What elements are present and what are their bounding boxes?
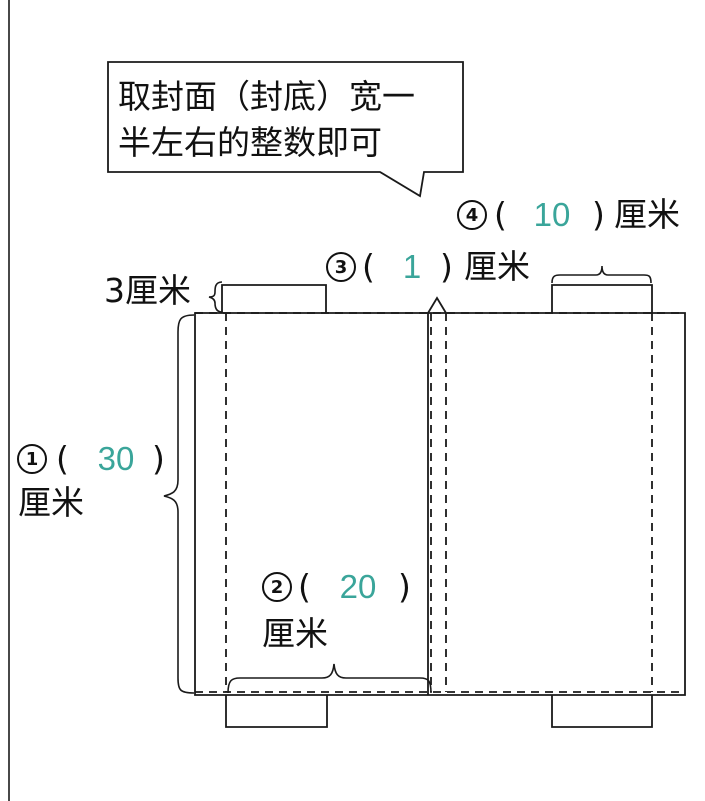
flap-height-label: 3厘米	[104, 271, 191, 310]
top-flap-right	[551, 284, 653, 313]
label-3-group: 3 ( 1 ) 厘米	[326, 247, 530, 286]
circle-4-number: 4	[466, 205, 479, 226]
bottom-flap-left	[225, 695, 328, 728]
label-1-open-paren: (	[56, 439, 69, 478]
circle-3-number: 3	[335, 257, 348, 278]
circle-2-number: 2	[271, 577, 284, 598]
answer-1: 30	[98, 440, 135, 477]
height-brace	[163, 314, 195, 694]
label-3-close-paren: )	[440, 247, 453, 286]
label-2-unit: 厘米	[262, 614, 328, 653]
label-1-unit: 厘米	[18, 483, 84, 522]
spine-cut-line	[427, 296, 447, 695]
answer-3: 1	[403, 248, 421, 285]
answer-4: 10	[534, 196, 571, 233]
callout-line-2: 半左右的整数即可	[118, 123, 382, 162]
callout-bubble	[107, 61, 464, 198]
label-2-open-paren: (	[298, 567, 311, 606]
flap-brace	[208, 281, 223, 313]
label-4-close-paren: )	[592, 195, 605, 234]
circle-2-marker	[262, 572, 292, 602]
label-1-close-paren: )	[152, 439, 165, 478]
top-flap-left	[221, 284, 327, 313]
callout-line-1: 取封面（封底）宽一	[118, 77, 415, 116]
circle-4-marker	[457, 200, 487, 230]
label-2-close-paren: )	[398, 567, 411, 606]
width-brace	[227, 663, 432, 694]
flap-width-brace	[551, 265, 652, 284]
circle-1-marker	[17, 444, 47, 474]
circle-3-marker	[326, 252, 356, 282]
label-4-unit: 厘米	[614, 195, 680, 234]
label-3-open-paren: (	[362, 247, 375, 286]
label-2-group: 2 ( 20 ) 厘米	[262, 567, 411, 653]
circle-1-number: 1	[26, 449, 39, 470]
label-3-unit: 厘米	[464, 247, 530, 286]
label-4-open-paren: (	[494, 195, 507, 234]
label-4-group: 4 ( 10 ) 厘米	[457, 195, 680, 234]
label-1-group: 1 ( 30 ) 厘米	[17, 439, 165, 522]
bottom-flap-right	[551, 695, 653, 728]
answer-2: 20	[340, 568, 377, 605]
